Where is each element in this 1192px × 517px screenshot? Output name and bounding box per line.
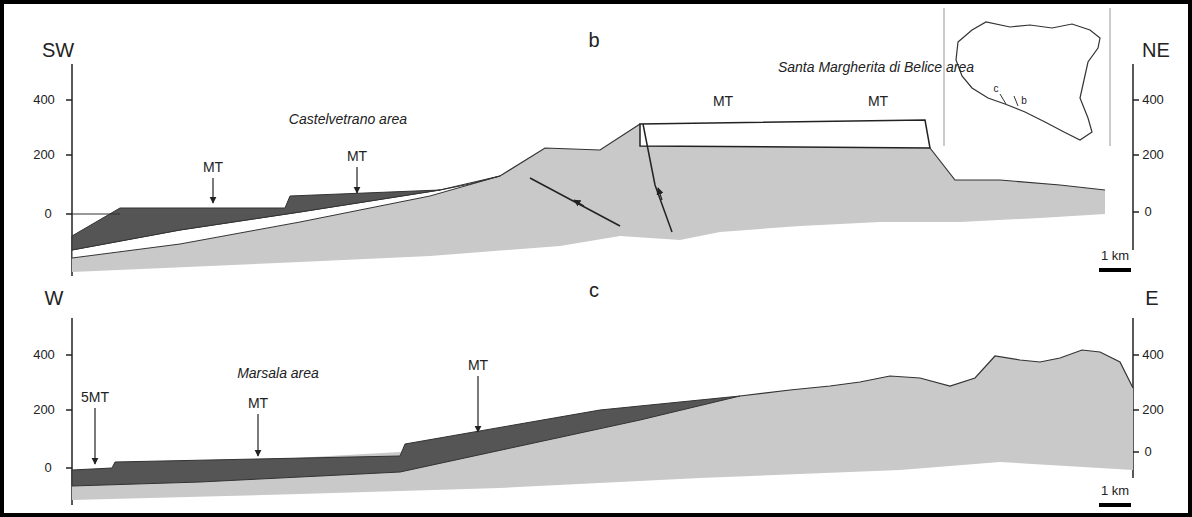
direction-label: W	[45, 287, 64, 309]
axis-tick: 200	[33, 148, 55, 162]
area-name: Castelvetrano area	[289, 112, 407, 127]
axis-tick: 400	[33, 93, 55, 107]
direction-label: NE	[1142, 39, 1170, 61]
scale-bar-label: 1 km	[1101, 484, 1129, 498]
axis-tick: 200	[1142, 148, 1164, 162]
terrace-label: MT	[203, 160, 223, 175]
axis-tick: 0	[1144, 205, 1151, 219]
axes-c	[66, 318, 1139, 505]
terrace-label: 5MT	[81, 390, 109, 405]
panel-letter: b	[588, 29, 599, 51]
inset-section-letter: c	[994, 83, 999, 94]
axis-tick: 200	[1142, 403, 1164, 417]
axis-tick: 400	[1142, 93, 1164, 107]
axis-tick: 400	[1142, 348, 1164, 362]
sicily-inset	[944, 8, 1110, 146]
panel-letter: c	[589, 279, 599, 301]
direction-label: SW	[42, 39, 74, 61]
axes-b	[66, 64, 1139, 276]
scale-bar-label: 1 km	[1101, 249, 1129, 263]
terrace-label: MT	[713, 94, 733, 109]
inset-section-letter: b	[1021, 95, 1027, 106]
direction-label: E	[1145, 287, 1158, 309]
axis-tick: 200	[33, 403, 55, 417]
axis-tick: 400	[33, 348, 55, 362]
terrace-label: MT	[868, 94, 888, 109]
area-name: Marsala area	[237, 366, 319, 381]
terrace-label: MT	[347, 149, 367, 164]
section-c	[72, 350, 1133, 505]
axis-tick: 0	[1144, 445, 1151, 459]
axis-tick: 0	[44, 207, 51, 221]
terrace-label: MT	[248, 396, 268, 411]
area-name: Santa Margherita di Belice area	[778, 60, 974, 75]
terrace-label: MT	[468, 358, 488, 373]
axis-tick: 0	[44, 461, 51, 475]
section-b	[72, 120, 1131, 272]
